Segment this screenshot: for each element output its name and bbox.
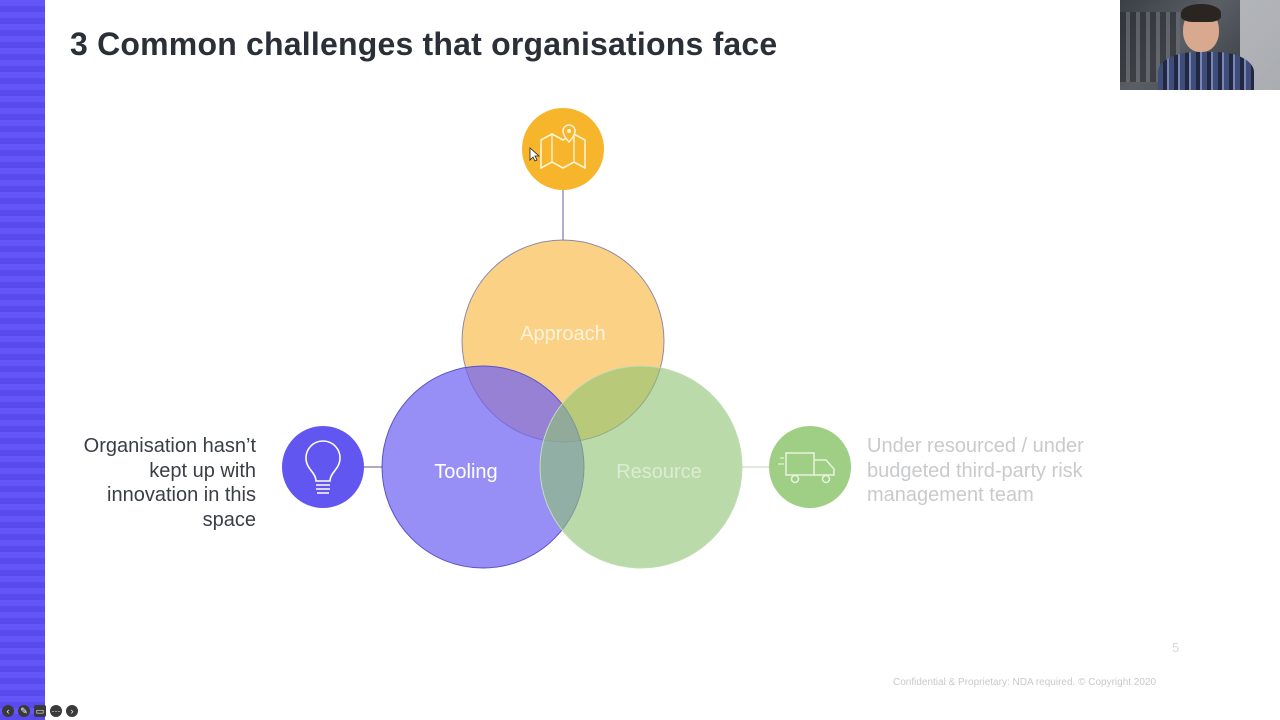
pen-icon[interactable]: ✎	[18, 705, 30, 717]
page-number: 5	[1172, 640, 1180, 655]
presenter-body	[1158, 52, 1254, 90]
resource-label: Resource	[616, 461, 702, 483]
truck-icon	[769, 426, 851, 508]
captions-icon[interactable]: ▭	[34, 705, 46, 717]
left-accent-bar	[0, 0, 45, 720]
tooling-label: Tooling	[434, 461, 498, 483]
forward-icon[interactable]: ›	[66, 705, 78, 717]
mouse-cursor	[529, 147, 541, 162]
tooling-description: Organisation hasn’t kept up with innovat…	[83, 435, 256, 531]
more-icon[interactable]: ⋯	[50, 705, 62, 717]
presenter-webcam	[1120, 0, 1280, 90]
map-pin-icon	[522, 108, 604, 190]
back-icon[interactable]: ‹	[2, 705, 14, 717]
slide-title: 3 Common challenges that organisations f…	[70, 26, 778, 62]
footer-copyright: Confidential & Proprietary: NDA required…	[893, 677, 1157, 688]
approach-label: Approach	[520, 323, 606, 345]
presenter-controls: ‹ ✎ ▭ ⋯ ›	[2, 705, 78, 717]
resource-description: Under resourced / under budgeted third-p…	[867, 435, 1084, 506]
resource-circle	[539, 365, 743, 569]
presenter-hair	[1181, 4, 1221, 22]
lightbulb-icon	[282, 426, 364, 508]
